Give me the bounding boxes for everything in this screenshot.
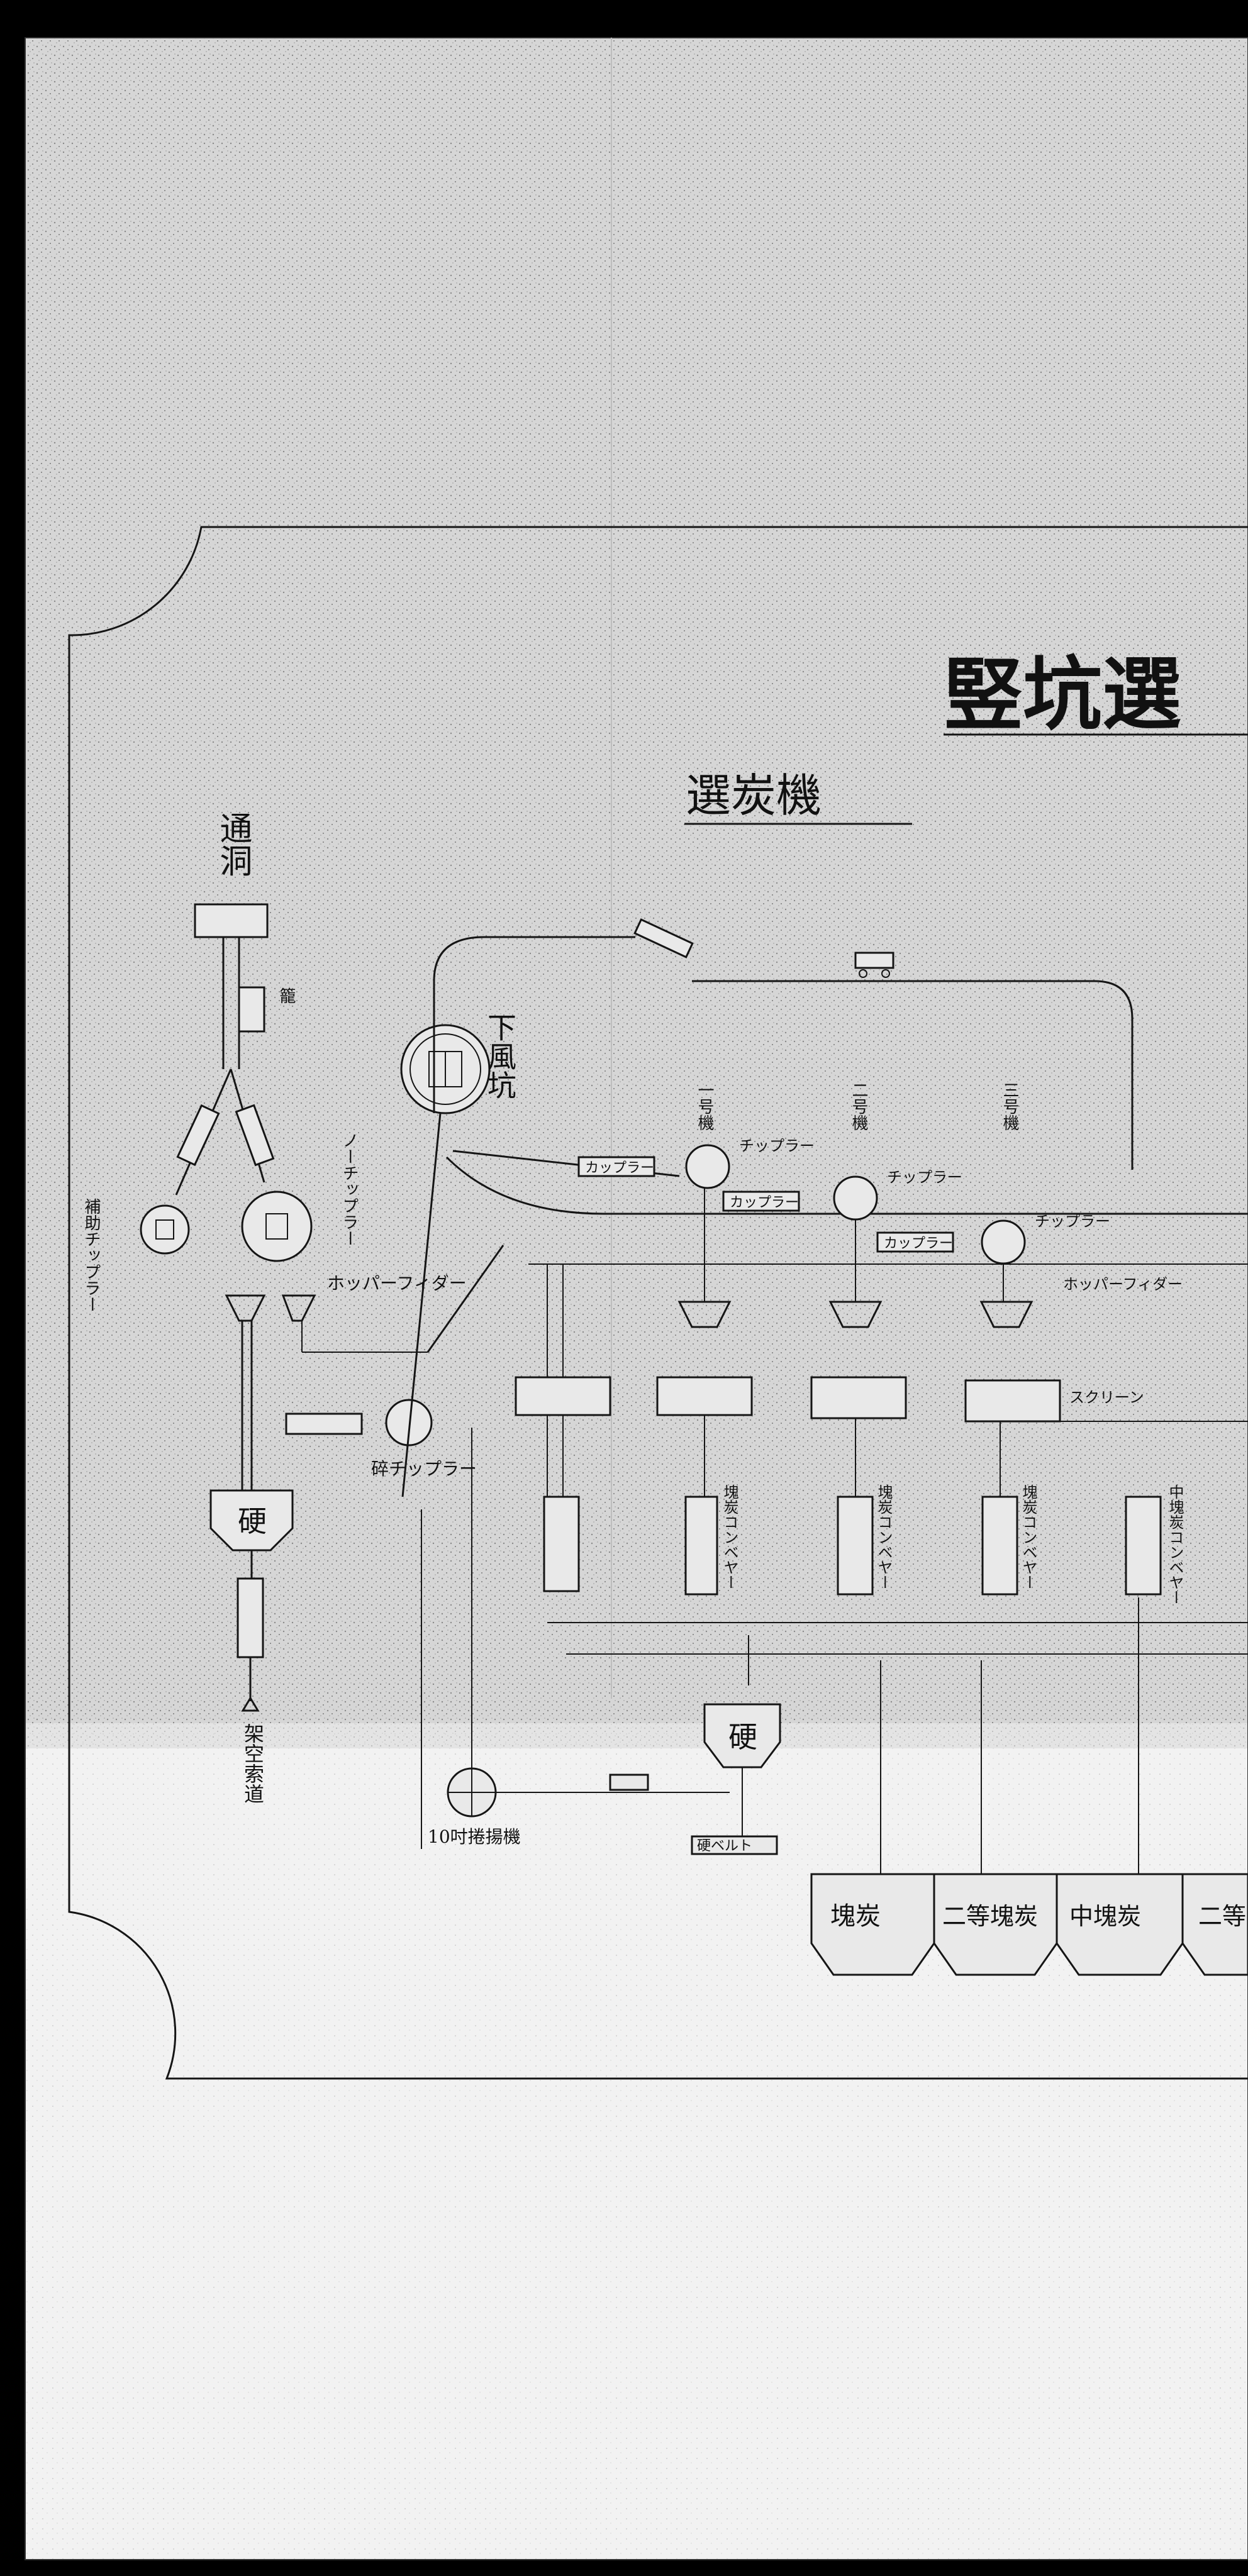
screen-3: [964, 1379, 1061, 1423]
bin-3-label: 中塊炭: [1069, 1902, 1141, 1930]
shaft-section: 通洞 籠 補助チップラー ノーチップラー ホッパーフィダー: [82, 811, 504, 1491]
tippler-3-icon: [981, 1219, 1026, 1265]
stone-belt: [691, 1835, 778, 1855]
aerial-ropeway-label: 架空索道: [241, 1723, 265, 1804]
shaft-head: [194, 903, 269, 938]
stone-bin-left: [209, 1489, 294, 1552]
machine-2-label: 二号機: [849, 1082, 868, 1131]
car-icon: [854, 952, 894, 969]
stone-bin-center: [703, 1703, 781, 1768]
tippler-2-label: チップラー: [887, 1169, 962, 1186]
aux-tippler-icon: [140, 1204, 190, 1255]
ropeway-conveyor: [237, 1577, 264, 1658]
bin-4-label: 二等: [1198, 1902, 1246, 1930]
tippler-2-icon: [833, 1175, 878, 1221]
crusher-conveyor: [285, 1413, 363, 1435]
middle-conveyor-label: 中塊炭コンベヤー: [1166, 1484, 1184, 1605]
bin-1-label: 塊炭: [830, 1902, 881, 1931]
cage-label: 籠: [277, 987, 296, 1004]
bin-row: 塊炭 二等塊炭 中塊炭 二等: [810, 1873, 1248, 1976]
conveyor-1-label: カップラー: [585, 1160, 654, 1176]
hopper-feeder-right-label: ホッパーフィダー: [1063, 1275, 1183, 1293]
flow-lines: [515, 1189, 1248, 1874]
conveyor-2: [722, 1191, 800, 1212]
feeder-box-left: [515, 1376, 611, 1416]
winder-label: 10吋捲揚機: [428, 1826, 521, 1847]
screen-2: [810, 1376, 907, 1419]
machine-1-label: 一号機: [695, 1082, 714, 1131]
stone-bin-left-label: 硬: [238, 1504, 267, 1538]
tippler-1-icon: [685, 1144, 730, 1189]
crush-tippler-label: 碎チップラー: [371, 1458, 477, 1479]
conveyor-1: [577, 1156, 655, 1177]
slack-conveyor-3: [981, 1496, 1018, 1596]
tippler-3-label: チップラー: [1035, 1213, 1110, 1230]
screen-right-label: スクリーン: [1069, 1389, 1144, 1406]
downcast-shaft-label: 下風坑: [483, 1013, 517, 1099]
paper: [25, 37, 1248, 2560]
subtitle: 選炭機: [686, 769, 822, 822]
aux-tippler-label: 補助チップラー: [82, 1198, 101, 1313]
slack-conveyor-1-label: 塊炭コンベヤー: [721, 1484, 738, 1590]
tippler-1-label: チップラー: [739, 1137, 815, 1155]
screen-1: [656, 1376, 753, 1416]
main-loop: 下風坑: [400, 918, 1248, 1497]
stone-belt-label: 硬ベルト: [697, 1838, 752, 1854]
conveyor-2-label: カップラー: [730, 1195, 799, 1211]
main-tippler-icon: [241, 1191, 313, 1262]
machine-3-label: 三号機: [1000, 1082, 1019, 1131]
stone-bin-center-label: 硬: [728, 1720, 757, 1754]
slack-conveyor-1: [684, 1496, 718, 1596]
shaft-top-label: 通洞: [214, 811, 252, 877]
middle-conveyor: [1125, 1496, 1162, 1596]
crusher-section: 碎チップラー 硬 架空索道: [209, 1399, 477, 1804]
machine-2: 二号機 チップラー カップラー 塊炭コンベヤー: [722, 1082, 962, 1596]
main-tippler-label: ノーチップラー: [340, 1132, 359, 1246]
stone-section: 硬 硬ベルト 10吋捲揚機: [421, 1428, 781, 1855]
slack-conveyor-2: [837, 1496, 874, 1596]
slack-conveyor-left: [543, 1496, 580, 1592]
bin-2-label: 二等塊炭: [942, 1902, 1038, 1930]
machine-1: 一号機 チップラー カップラー 塊炭コンベヤー: [577, 1082, 815, 1596]
winder-car: [609, 1774, 649, 1791]
crush-tippler-icon: [385, 1399, 433, 1446]
frame-border: [68, 526, 1248, 2080]
hopper-feeder-left-label: ホッパーフィダー: [327, 1273, 467, 1294]
conveyor-3: [876, 1231, 954, 1253]
page-title: 竪坑選: [944, 648, 1181, 741]
slack-conveyor-2-label: 塊炭コンベヤー: [875, 1484, 893, 1590]
slack-conveyor-3-label: 塊炭コンベヤー: [1020, 1484, 1037, 1590]
machine-3: 三号機 チップラー カップラー ホッパーフィダー スクリーン 塊炭コンベヤー 中…: [876, 1082, 1184, 1605]
bin-4: [1181, 1873, 1248, 1976]
conveyor-3-label: カップラー: [884, 1236, 953, 1252]
